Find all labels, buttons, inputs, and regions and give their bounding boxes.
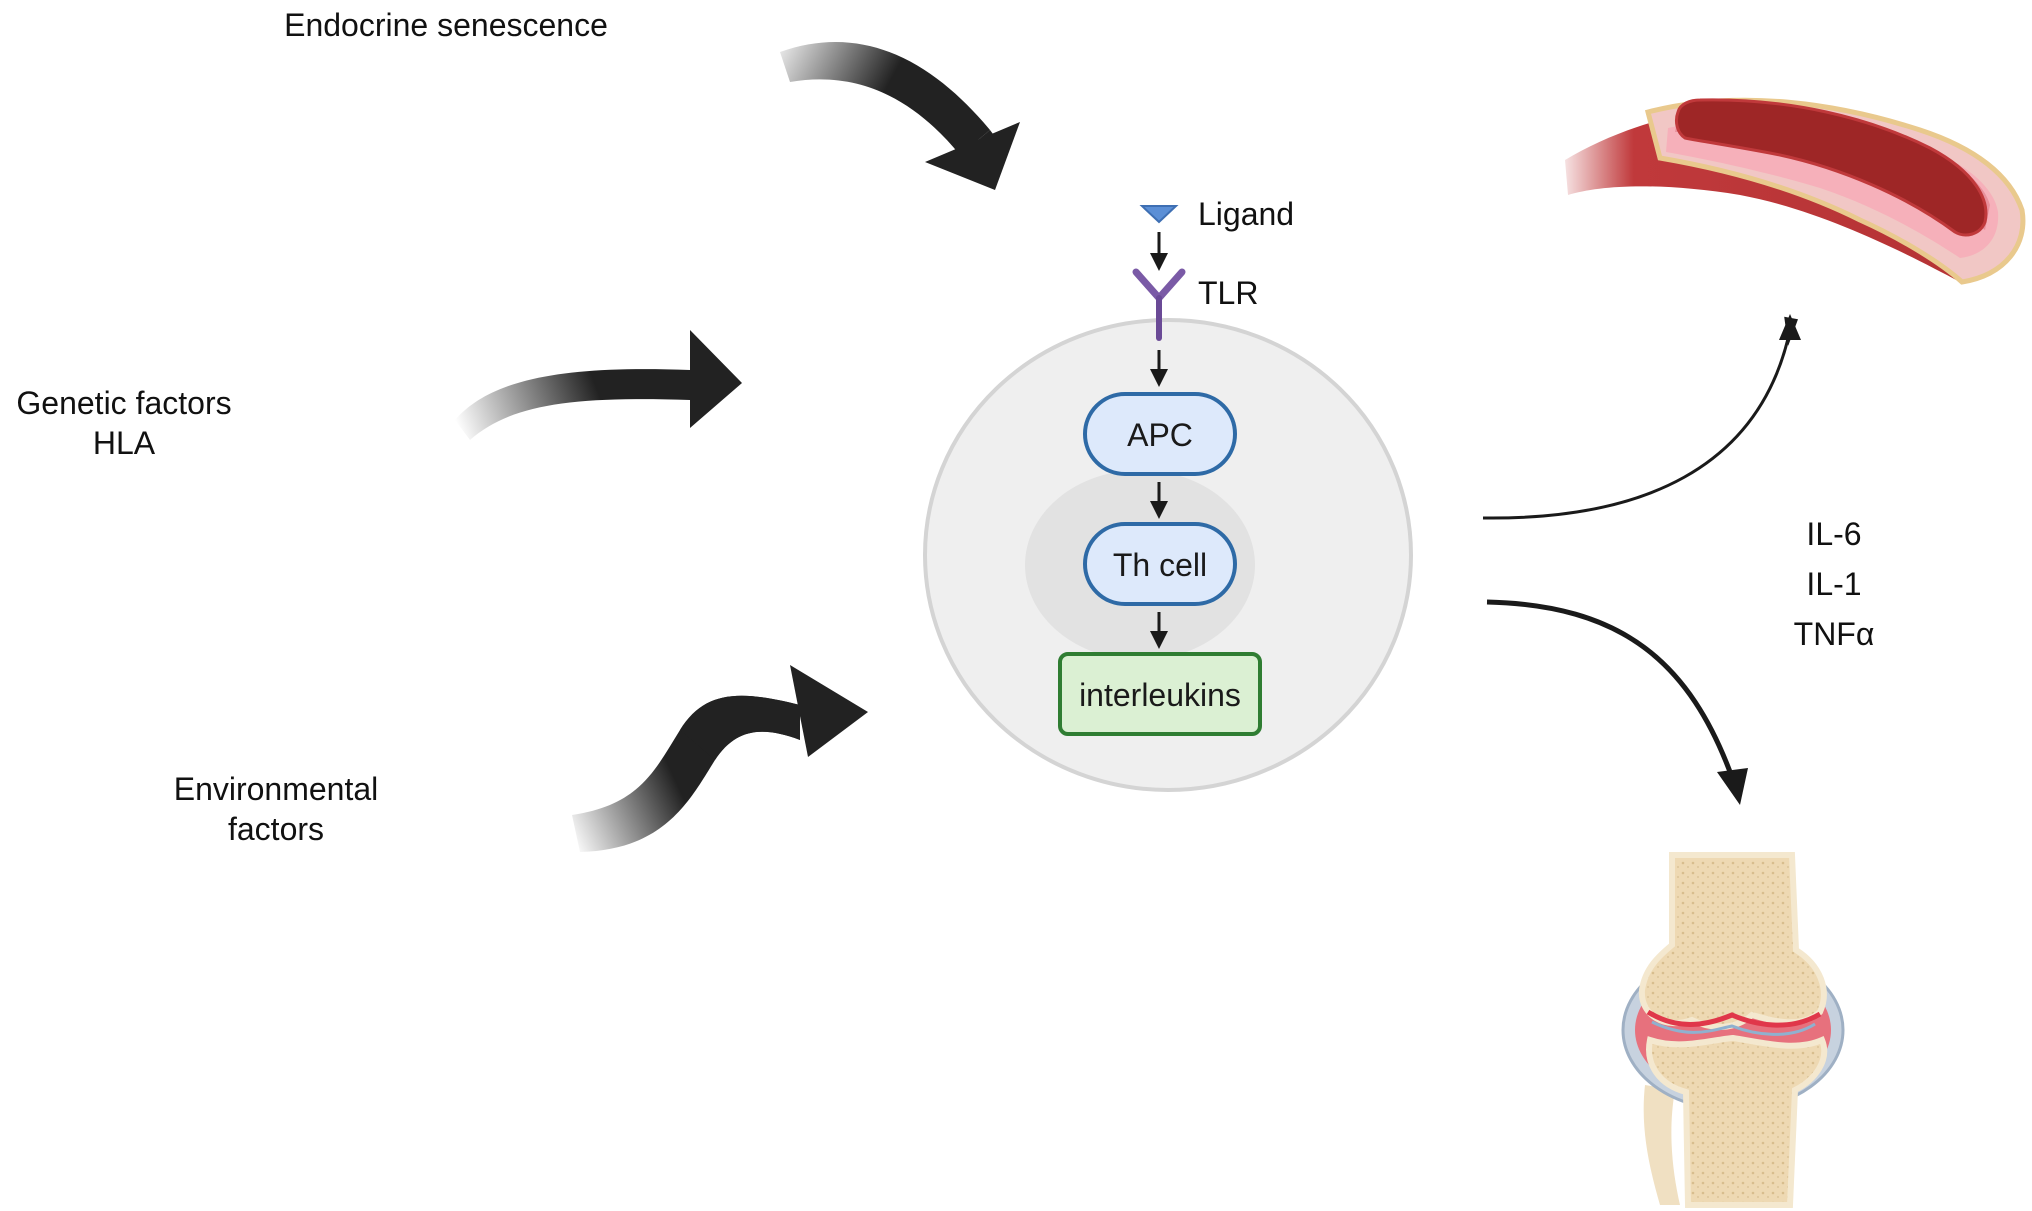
genetic-arrow <box>455 330 742 440</box>
interleukins-label: interleukins <box>1079 677 1241 713</box>
cytokine-tnfa: TNFα <box>1794 616 1875 652</box>
environmental-label-line1: Environmental <box>174 771 379 807</box>
ligand-label: Ligand <box>1198 196 1294 232</box>
th-cell-node <box>1083 522 1237 606</box>
arrow-to-joint <box>1486 599 1736 781</box>
tlr-receptor-icon <box>1132 268 1186 341</box>
th-cell-label: Th cell <box>1113 547 1207 583</box>
blood-vessel-icon <box>1565 97 2026 285</box>
ligand-icon <box>1139 205 1179 224</box>
endocrine-label: Endocrine senescence <box>284 7 608 43</box>
environmental-arrow <box>572 665 868 852</box>
cytokine-il6: IL-6 <box>1806 516 1861 552</box>
endocrine-arrow <box>780 42 1020 190</box>
genetic-label-line1: Genetic factors <box>16 385 231 421</box>
arrow-to-vessel <box>1482 329 1792 520</box>
apc-label: APC <box>1127 417 1193 453</box>
interleukins-node <box>1058 652 1262 736</box>
cytokine-il1: IL-1 <box>1806 566 1861 602</box>
environmental-label-line2: factors <box>228 811 324 847</box>
tlr-label: TLR <box>1198 275 1258 311</box>
apc-node <box>1083 392 1237 476</box>
genetic-label-line2: HLA <box>93 425 156 461</box>
knee-joint-icon <box>1621 852 1845 1208</box>
